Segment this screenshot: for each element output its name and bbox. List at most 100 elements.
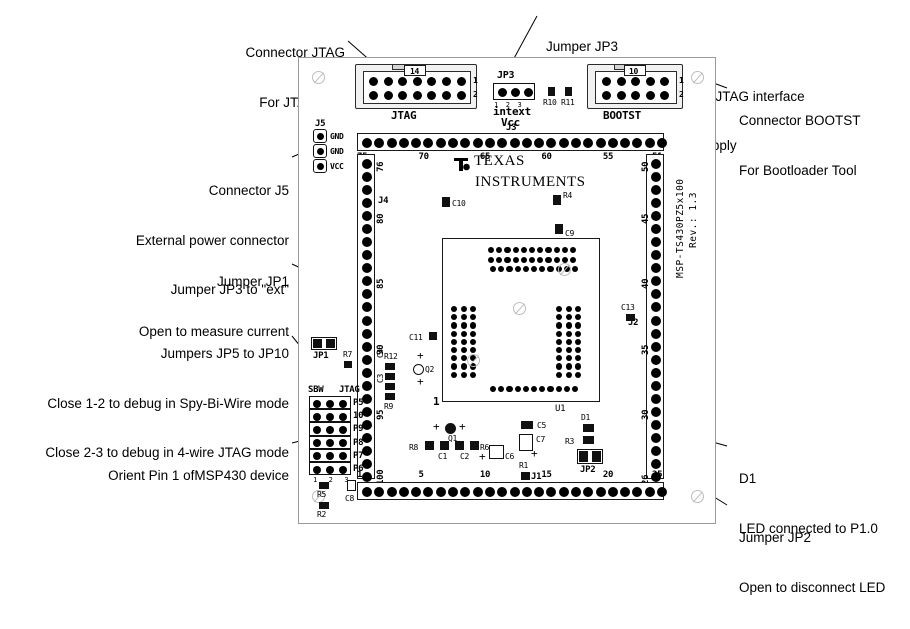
header-j1[interactable] (357, 482, 667, 500)
j2-tick-35: 35 (641, 344, 651, 355)
j1-pin (546, 487, 557, 497)
callout-bootst-line1: Connector BOOTST (739, 113, 861, 128)
socket-pad-left (470, 322, 477, 329)
j3-pin (521, 138, 532, 148)
j4-tick-85: 85 (376, 279, 386, 290)
jumper-jp2[interactable] (577, 449, 603, 464)
j5-pad-gnd-1[interactable] (313, 144, 327, 158)
figure-root: Connector JTAG For JTAG Tool Jumper JP3 … (0, 0, 910, 537)
socket-pad-right (565, 338, 572, 345)
socket-pad-right (565, 306, 572, 313)
jumper-p6[interactable] (309, 462, 351, 476)
jtag-pin (412, 77, 422, 86)
resistor-r7-label: R7 (343, 350, 353, 359)
jumper-pin (339, 412, 347, 421)
socket-pad-left (451, 314, 458, 321)
socket-pad-top (496, 256, 503, 263)
socket-pad-right (565, 330, 572, 337)
j2-pin (651, 472, 661, 482)
socket-pad-top (496, 247, 503, 254)
j4-pin (362, 380, 372, 391)
jumper-pin (339, 465, 347, 474)
led-d1-label: D1 (581, 413, 591, 422)
callout-pin1: Orient Pin 1 ofMSP430 device (0, 435, 289, 518)
jumper-10[interactable] (309, 409, 351, 423)
socket-pad-left (451, 306, 458, 313)
j3-tick-70: 70 (418, 152, 429, 162)
socket-pad-top (547, 266, 554, 273)
jumper-jp3[interactable] (493, 83, 535, 100)
header-j4[interactable] (357, 154, 375, 482)
jumper-p7[interactable] (309, 448, 351, 462)
j3-label: J3 (506, 123, 517, 133)
jtag-pin (456, 91, 466, 100)
resistor-pad-2 (385, 373, 395, 380)
connector-jtag[interactable]: 14 1 2 (355, 64, 478, 109)
header-j2[interactable] (646, 154, 664, 482)
j4-pin (362, 263, 372, 274)
socket-pad-right (575, 363, 582, 370)
jumper-p5[interactable] (309, 396, 351, 410)
jp2-fill-right (592, 451, 601, 462)
ti-logo: TEXAS INSTRUMENTS (451, 154, 586, 190)
socket-pad-top (561, 247, 568, 254)
bootst-pincount-label: 10 (629, 67, 639, 76)
capacitor-c11-pad (429, 332, 437, 340)
j5-pad-gnd-0[interactable] (313, 129, 327, 143)
j3-pin (644, 138, 655, 148)
capacitor-c2-pad (455, 441, 464, 450)
socket-pad-top (488, 247, 495, 254)
jtag-pin (412, 91, 422, 100)
j1-pin (607, 487, 618, 497)
j2-pin (651, 432, 661, 443)
j3-pin (570, 138, 581, 148)
j4-pin (362, 367, 372, 378)
header-j3[interactable] (357, 133, 667, 151)
socket-u1-label: U1 (555, 404, 566, 414)
j3-pin (460, 138, 471, 148)
jumper-pin (313, 465, 321, 474)
j2-pin (651, 276, 661, 287)
j3-pin (497, 138, 508, 148)
socket-pad-left (460, 347, 467, 354)
socket-pad-right (575, 347, 582, 354)
jp2-fill-left (579, 451, 588, 462)
j4-pin (362, 341, 372, 352)
j4-pin (362, 315, 372, 326)
callout-bootst: Connector BOOTST For Bootloader Tool (739, 80, 909, 212)
socket-pad-top (514, 266, 521, 273)
connector-bootst[interactable]: 10 1 2 (587, 64, 684, 109)
jtag-pin (456, 77, 466, 86)
j2-pin (651, 198, 661, 209)
callout-j5-line1: Connector J5 (208, 183, 289, 198)
resistor-r10-label: R10 (543, 98, 557, 107)
jumper-label-p8: P8 (353, 437, 364, 448)
resistor-r11-label: R11 (561, 98, 575, 107)
j3-tick-55: 55 (602, 152, 614, 162)
j2-pin (651, 302, 661, 313)
jtag-pin (442, 77, 451, 86)
resistor-r3-pad (583, 436, 594, 444)
j3-pin (595, 138, 606, 148)
j5-pad-vcc-2[interactable] (313, 159, 327, 173)
socket-pad-right (575, 355, 582, 362)
callout-jp3-line1: Jumper JP3 (546, 39, 619, 54)
j1-pin (570, 487, 581, 497)
socket-pad-top (537, 247, 544, 254)
socket-pad-bottom (531, 386, 538, 393)
resistor-r12-pad (385, 363, 395, 370)
jumper-p8[interactable] (309, 435, 351, 449)
jumper-jp1[interactable] (311, 337, 337, 350)
j3-pin (509, 138, 520, 148)
socket-pad-bottom (555, 386, 562, 393)
socket-pad-right (556, 363, 563, 370)
j2-pin (651, 263, 661, 274)
capacitor-c10-pad (442, 197, 450, 207)
capacitor-c11-label: C11 (409, 333, 423, 342)
jumper-pin (326, 452, 334, 461)
jp3-pin-numbers: 1 2 3 (494, 101, 522, 109)
callout-j5: Connector J5 External power connector Ju… (0, 150, 289, 332)
callout-jp1-line1: Jumper JP1 (216, 274, 289, 289)
capacitor-c4-label: C4 (376, 348, 385, 358)
jumper-p9[interactable] (309, 422, 351, 436)
